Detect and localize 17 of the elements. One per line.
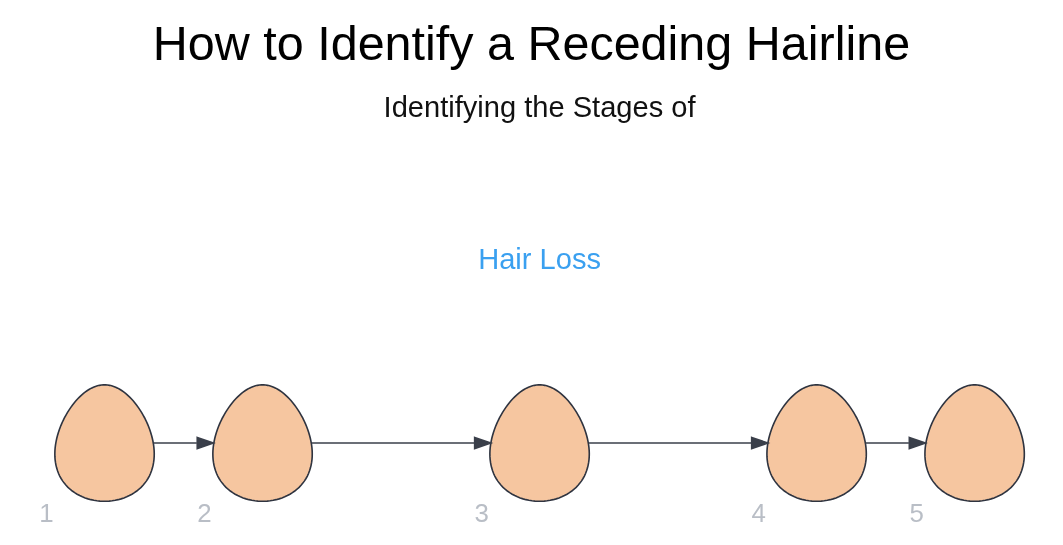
node-label: 2 xyxy=(197,498,212,527)
arrow xyxy=(864,436,928,450)
node-person xyxy=(766,384,868,503)
node-person xyxy=(212,384,314,503)
node-label: 3 xyxy=(474,498,489,527)
node-label: 1 xyxy=(39,498,54,527)
arrow xyxy=(588,436,771,450)
arrow xyxy=(152,436,216,450)
node-person xyxy=(489,384,591,503)
label: Identifying the Stages of xyxy=(383,91,696,124)
node-label: 4 xyxy=(751,498,766,527)
diagram-title: How to Identify a Receding Hairline xyxy=(152,15,911,70)
node-person xyxy=(924,384,1026,503)
arrow xyxy=(311,436,494,450)
label: Hair Loss xyxy=(478,243,601,276)
node-label: 5 xyxy=(909,498,924,527)
node-person xyxy=(54,384,156,503)
